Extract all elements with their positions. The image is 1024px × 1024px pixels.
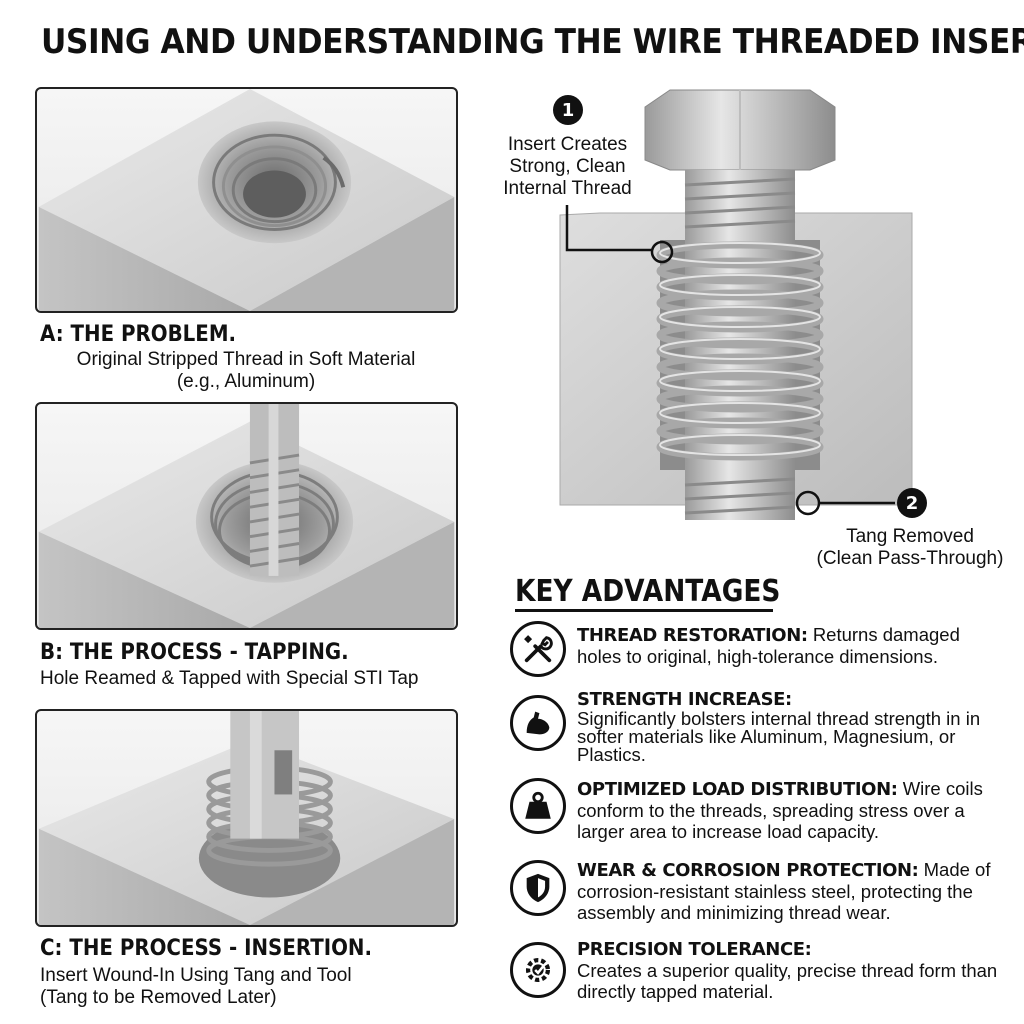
panel-insertion-subtext-2: (Tang to be Removed Later) — [40, 987, 277, 1008]
weight-icon — [510, 778, 566, 834]
callout-2-text-line-1: Tang Removed — [846, 526, 974, 547]
flexed-arm-icon — [510, 695, 566, 751]
bolt-insert-cutaway-illustration — [559, 89, 913, 520]
advantage-strength-increase: STRENGTH INCREASE: Significantly bolster… — [577, 688, 1007, 764]
callout-2-text-line-2: (Clean Pass-Through) — [816, 548, 1004, 569]
stripped-block-illustration — [38, 89, 455, 311]
callout-1-text-line-3: Internal Thread — [503, 178, 632, 199]
panel-problem-subtext-1: Original Stripped Thread in Soft Materia… — [76, 349, 416, 370]
advantage-label: WEAR & CORROSION PROTECTION: — [577, 860, 919, 881]
panel-tapping-subtext: Hole Reamed & Tapped with Special STI Ta… — [40, 668, 419, 689]
callout-1-number-badge: 1 — [553, 95, 583, 125]
advantage-label: OPTIMIZED LOAD DISTRIBUTION: — [577, 779, 898, 800]
advantage-wear-corrosion: WEAR & CORROSION PROTECTION: Made of cor… — [577, 859, 1007, 923]
advantages-title: KEY ADVANTAGES — [515, 574, 781, 609]
panel-tapping-image — [35, 402, 458, 630]
page-title: USING AND UNDERSTANDING THE WIRE THREADE… — [40, 22, 1024, 62]
advantage-description: Made of corrosion-resistant stainless st… — [577, 859, 991, 923]
panel-insertion-subtext-1: Insert Wound-In Using Tang and Tool — [40, 965, 352, 986]
precision-gear-icon — [510, 942, 566, 998]
advantage-description: Significantly bolsters internal thread s… — [577, 708, 981, 765]
shield-icon — [510, 860, 566, 916]
advantage-description: Creates a superior quality, precise thre… — [577, 960, 998, 1002]
wrench-screwdriver-icon — [510, 621, 566, 677]
advantage-label: PRECISION TOLERANCE: — [577, 939, 812, 960]
panel-insertion-heading: C: THE PROCESS - INSERTION. — [40, 936, 373, 961]
advantage-label: THREAD RESTORATION: — [577, 625, 808, 646]
callout-2-number-badge: 2 — [897, 488, 927, 518]
advantage-description: Returns damaged holes to original, high-… — [577, 624, 960, 667]
advantage-description: Wire coils conform to the threads, sprea… — [577, 778, 983, 842]
tapping-block-illustration — [38, 404, 455, 628]
panel-insertion-image — [35, 709, 458, 927]
advantages-title-underline — [515, 609, 773, 612]
panel-tapping-heading: B: THE PROCESS - TAPPING. — [40, 640, 349, 665]
callout-1-text-line-1: Insert Creates — [507, 134, 628, 155]
panel-problem-heading: A: THE PROBLEM. — [40, 322, 237, 347]
advantage-thread-restoration: THREAD RESTORATION: Returns damaged hole… — [577, 624, 1007, 667]
callout-1-text-line-2: Strong, Clean — [509, 156, 626, 177]
panel-problem-subtext-2: (e.g., Aluminum) — [176, 371, 316, 392]
advantage-label: STRENGTH INCREASE: — [577, 689, 792, 710]
advantage-precision-tolerance: PRECISION TOLERANCE: Creates a superior … — [577, 938, 1007, 1002]
insertion-block-illustration — [38, 711, 455, 925]
panel-problem-image — [35, 87, 458, 313]
advantage-load-distribution: OPTIMIZED LOAD DISTRIBUTION: Wire coils … — [577, 778, 1007, 842]
